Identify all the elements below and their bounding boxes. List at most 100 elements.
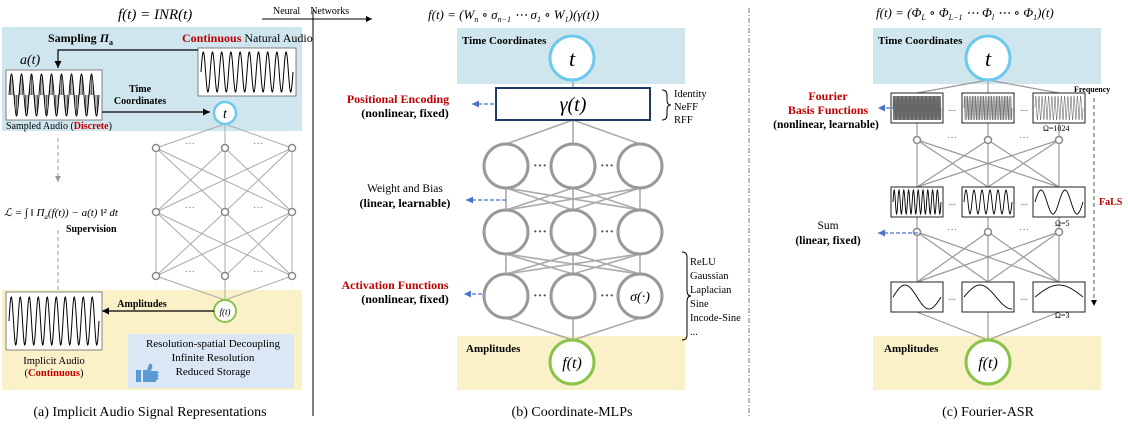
edge xyxy=(572,119,641,145)
fals-label: FaLS xyxy=(1099,197,1123,208)
ellipsis-dots: ... xyxy=(1021,197,1028,207)
panel-c-formula: f(t) = (ΦL ∘ ΦL−1 ⋯ Φl ⋯ ∘ Φ1)(t) xyxy=(876,5,1054,22)
ellipsis-dots: ··· xyxy=(253,203,263,214)
omega-3-label: Ω=3 xyxy=(1055,311,1069,320)
neuron xyxy=(287,271,297,281)
neuron xyxy=(482,208,530,256)
panel-a: f(t) = INR(t) Sampling Πa Continuous Nat… xyxy=(2,7,313,420)
ellipsis-dots: ··· xyxy=(600,159,614,174)
a-of-t-label: a(t) xyxy=(20,53,41,68)
sampling-label: Sampling Πa xyxy=(48,31,113,47)
encodings-brace xyxy=(661,89,672,121)
ellipsis-dots: ··· xyxy=(185,139,195,150)
basis-sine xyxy=(1034,95,1084,121)
panel-a-formula: f(t) = INR(t) xyxy=(118,7,192,23)
basis-sine xyxy=(1034,189,1084,215)
positional-encoding-label: Positional Encoding xyxy=(347,92,449,106)
panel-c-caption: (c) Fourier-ASR xyxy=(942,405,1035,420)
panel-c-network: ..................············ xyxy=(890,79,1086,341)
frequency-label: Frequency xyxy=(1074,85,1110,94)
edge xyxy=(155,147,226,213)
activation-functions-label: Activation Functions xyxy=(341,278,448,292)
ellipsis-dots: ··· xyxy=(947,225,957,236)
neuron xyxy=(1054,135,1064,145)
activation-laplacian: Laplacian xyxy=(690,285,732,296)
edge xyxy=(572,187,641,211)
edge xyxy=(987,311,1060,341)
benefit-3: Reduced Storage xyxy=(176,366,251,378)
omega-5-label: Ω=5 xyxy=(1055,219,1069,228)
panel-a-amplitudes-label: Amplitudes xyxy=(117,299,167,310)
edge xyxy=(987,231,1060,283)
neuron xyxy=(983,135,993,145)
basis-sine xyxy=(963,284,1013,310)
ellipsis-dots: ... xyxy=(1021,292,1028,302)
panel-b-amp-label: Amplitudes xyxy=(466,343,521,355)
panel-c-t-node xyxy=(964,34,1012,82)
edge xyxy=(155,211,293,277)
basis-sine xyxy=(1034,284,1084,298)
gamma-box xyxy=(495,87,651,121)
ellipsis-dots: ··· xyxy=(1019,133,1029,144)
loss-formula: ℒ = ∫ ‖ Πa(f(t)) − a(t) ‖² dt xyxy=(4,207,119,221)
fourier-props: (nonlinear, learnable) xyxy=(773,119,879,131)
edge xyxy=(155,275,226,301)
neural-networks-label: Neural Networks xyxy=(273,6,349,17)
neuron xyxy=(549,272,597,320)
sampling-arrow xyxy=(54,49,198,68)
omega-1024-label: Ω=1024 xyxy=(1043,124,1069,133)
supervision-label: Supervision xyxy=(66,224,117,235)
fourier-label-2: Basis Functions xyxy=(788,103,869,117)
panel-c: f(t) = (ΦL ∘ ΦL−1 ⋯ Φl ⋯ ∘ Φ1)(t) Time C… xyxy=(773,5,1123,420)
basis-sine xyxy=(963,189,1013,215)
neuron xyxy=(616,272,664,320)
implicit-continuous-label: (Continuous) xyxy=(25,368,84,379)
fourier-label-1: Fourier xyxy=(808,89,848,103)
neuron xyxy=(482,142,530,190)
panel-a-network: ·················· xyxy=(151,123,297,301)
edge xyxy=(572,253,641,275)
activation-gaussian: Gaussian xyxy=(690,271,729,282)
neuron xyxy=(912,135,922,145)
panel-c-ft-node xyxy=(964,338,1012,386)
ellipsis-dots: ... xyxy=(949,292,956,302)
neuron xyxy=(983,227,993,237)
ellipsis-dots: ··· xyxy=(533,225,547,240)
neuron xyxy=(549,208,597,256)
ellipsis-dots: ... xyxy=(949,197,956,207)
basis-sine xyxy=(892,284,942,310)
neuron xyxy=(151,271,161,281)
thumbs-up-icon xyxy=(136,363,159,382)
neuron xyxy=(220,207,230,217)
neuron xyxy=(616,208,664,256)
panel-b-network: ············σ(·)······ xyxy=(482,80,664,341)
panel-b-time-label: Time Coordinates xyxy=(462,35,547,47)
ellipsis-dots: ··· xyxy=(1019,225,1029,236)
edge xyxy=(916,139,989,188)
basis-function-box xyxy=(1032,281,1086,313)
panel-c-t-label: t xyxy=(985,46,992,71)
benefit-1: Resolution-spatial Decoupling xyxy=(146,338,281,350)
gamma-label: γ(t) xyxy=(560,94,587,116)
basis-sine xyxy=(892,95,942,121)
edge xyxy=(572,317,641,341)
sampled-audio-label: Sampled Audio (Discrete) xyxy=(6,121,112,132)
activation-more: ... xyxy=(690,327,698,338)
activation-incode-sine: Incode-Sine xyxy=(690,313,741,324)
edge xyxy=(916,231,1060,283)
sum-label: Sum xyxy=(817,220,838,232)
neuron xyxy=(549,142,597,190)
edge xyxy=(505,317,574,341)
panel-b-t-node xyxy=(548,34,596,82)
activations-brace xyxy=(681,251,692,341)
edge xyxy=(224,275,293,301)
neuron xyxy=(1054,227,1064,237)
activation-functions-props: (nonlinear, fixed) xyxy=(361,292,449,306)
ellipsis-dots: ··· xyxy=(600,225,614,240)
encoding-identity: Identity xyxy=(674,89,707,100)
panel-b: f(t) = (Wn ∘ σn−1 ⋯ σ1 ∘ W1)(γ(t)) Time … xyxy=(341,7,741,420)
edge xyxy=(224,147,293,213)
ellipsis-dots: ··· xyxy=(533,159,547,174)
